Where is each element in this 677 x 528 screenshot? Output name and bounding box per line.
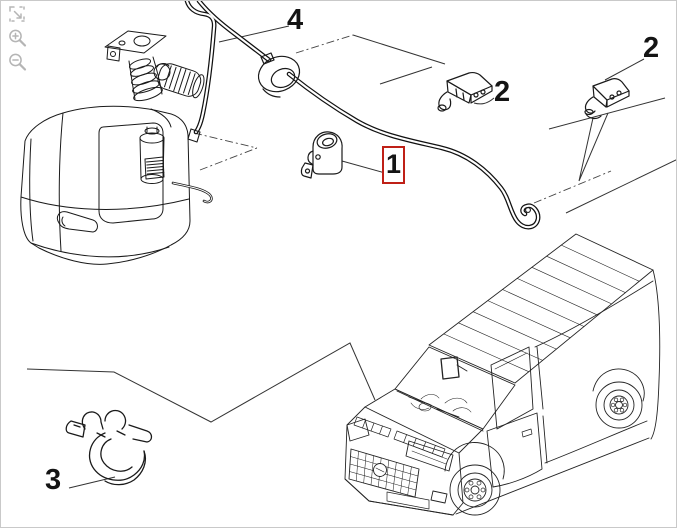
nozzle-right-pointer-line [548, 97, 666, 130]
leader-callout-2-right [604, 58, 645, 81]
pump-outlet-hose [171, 181, 213, 204]
fit-to-view-icon [9, 6, 25, 22]
van-bumper [344, 478, 454, 516]
part-1-hose-clip[interactable] [300, 131, 343, 179]
viewer-toolbar [7, 4, 28, 73]
zoom-out-icon [9, 53, 27, 71]
van-front-face [344, 406, 464, 516]
callout-2-right[interactable]: 2 [643, 32, 660, 64]
hose-grommet [257, 52, 301, 98]
nozzle-left-pointer-lines [352, 34, 446, 85]
pump-pocket [98, 122, 164, 224]
callout-3[interactable]: 3 [45, 464, 62, 496]
van-front-wheel [444, 442, 505, 516]
callout-1-highlighted[interactable]: 1 [382, 146, 406, 184]
leader-lines [26, 25, 676, 489]
van-rear-wheel [592, 368, 645, 429]
callout-2-left[interactable]: 2 [494, 76, 511, 108]
pointer-line-right [565, 159, 676, 214]
part-2-washer-nozzle-right[interactable] [584, 78, 630, 120]
van-front-door [486, 412, 543, 488]
nozzle-right-pointer-wedge [578, 112, 609, 182]
van-headlights [346, 418, 454, 472]
zoom-in-icon [9, 29, 27, 47]
leader-callout-4 [218, 25, 290, 43]
tank-handle-slot [56, 211, 98, 233]
leader-callout-1 [341, 160, 386, 174]
callout-4[interactable]: 4 [287, 4, 304, 36]
van-grille [348, 448, 420, 498]
washer-reservoir-assembly [20, 30, 213, 265]
reservoir-filler-cap [153, 63, 205, 99]
reservoir-mounting-bracket [104, 30, 167, 62]
van-hood-vents [353, 416, 446, 458]
reservoir-tank-body [20, 105, 191, 265]
van-illustration [344, 233, 661, 516]
leader-callout-2-left [473, 97, 495, 105]
part-4-washer-hose[interactable] [184, 1, 541, 230]
van-door-window [490, 346, 534, 430]
location-leader-to-van [26, 342, 376, 423]
hose-end-connector [187, 128, 201, 143]
part-3-retaining-clamp[interactable] [65, 409, 153, 486]
van-door-handle [521, 428, 533, 438]
fit-to-view-button[interactable] [7, 4, 28, 25]
zoom-out-button[interactable] [7, 52, 28, 73]
reservoir-filler-neck [128, 56, 163, 102]
part-2-washer-nozzle-left[interactable] [437, 72, 493, 112]
zoom-in-button[interactable] [7, 28, 28, 49]
pump-outlet-hose-highlight [172, 182, 212, 203]
van-side-mirror [440, 356, 468, 380]
centerline-dash-dot-lines [193, 34, 612, 204]
washer-pump [139, 126, 165, 184]
van-roof [428, 233, 654, 384]
hose-tip [525, 207, 531, 213]
